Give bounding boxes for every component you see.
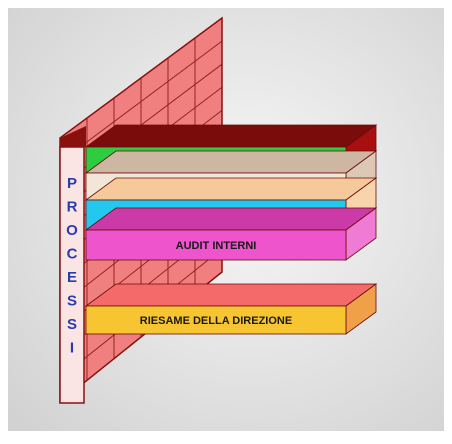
pillar-letter: S xyxy=(67,316,77,333)
pillar-letter: O xyxy=(66,222,78,239)
process-block-top xyxy=(84,124,378,148)
pillar-letter: C xyxy=(67,246,78,263)
process-block-top xyxy=(84,177,378,201)
pillar-letter: I xyxy=(70,340,74,357)
pillar-letter: E xyxy=(67,269,77,286)
process-block-top xyxy=(84,283,378,307)
process-block: AUDIT INTERNI xyxy=(84,207,378,261)
process-block-top xyxy=(84,150,378,174)
pillar-face xyxy=(59,146,85,404)
process-block: RIESAME DELLA DIREZIONE xyxy=(84,283,378,335)
pillar-letter: R xyxy=(67,199,78,216)
process-block-front xyxy=(85,305,347,335)
wall-top-edge xyxy=(60,126,86,151)
process-block-label: AUDIT INTERNI xyxy=(176,240,257,252)
wall-grid-line xyxy=(59,40,223,163)
pillar-letter: P xyxy=(67,175,77,192)
process-blocks: LEADERSHIP POLITICA E STRATEGIECOMPETENZ… xyxy=(84,124,378,335)
process-block-top xyxy=(84,207,378,231)
pillar-letter: S xyxy=(67,293,77,310)
process-block-label: RIESAME DELLA DIREZIONE xyxy=(140,315,292,327)
process-block-front xyxy=(85,229,347,261)
